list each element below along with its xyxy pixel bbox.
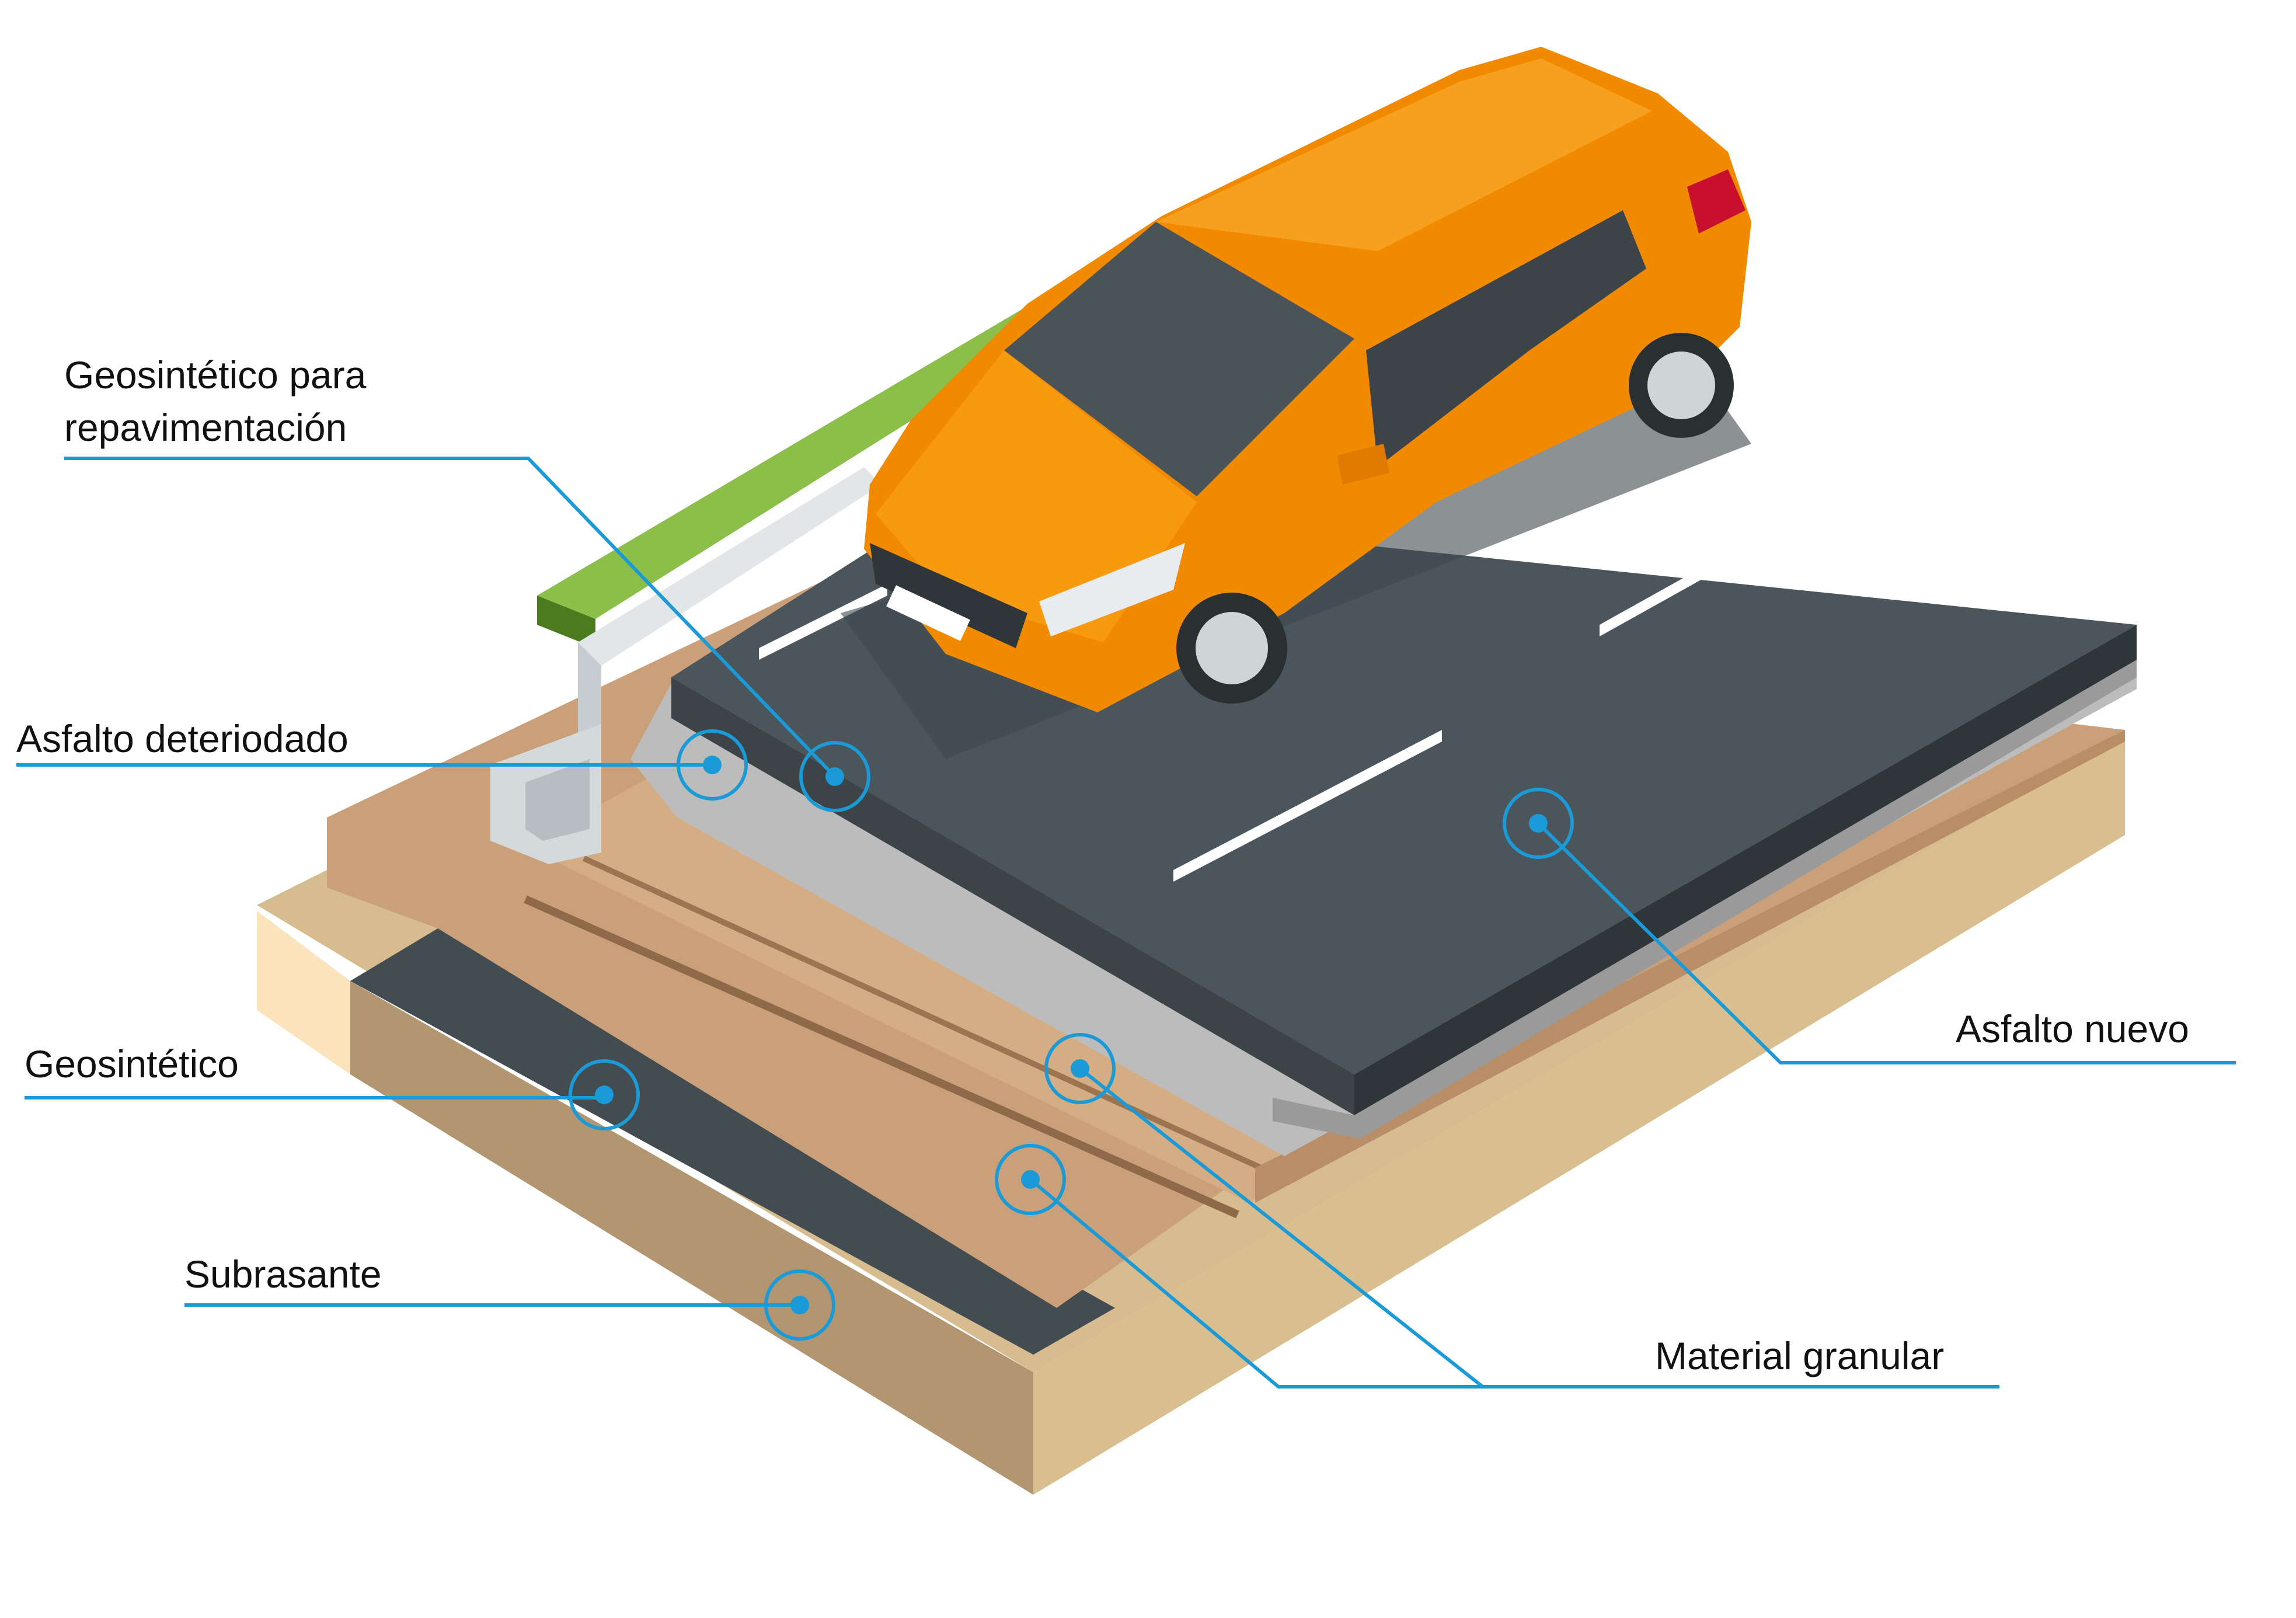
label-subgrade: Subrasante <box>184 1252 382 1296</box>
new-asphalt-right-face <box>1354 625 2137 1115</box>
car-license-plate <box>886 585 970 641</box>
leader-repaving-geosynthetic <box>64 457 837 778</box>
callout-repaving-geosynthetic: Geosintético para repavimentación <box>64 353 870 812</box>
dot-granular-material-lower <box>1021 1170 1040 1189</box>
ring-subgrade <box>764 1269 835 1341</box>
car-grille <box>870 543 1027 648</box>
dot-geosynthetic <box>595 1085 614 1104</box>
ring-repaving-geosynthetic <box>799 741 870 812</box>
lane-mark-1 <box>1173 730 1442 882</box>
dot-repaving-geosynthetic <box>825 767 844 786</box>
car-side-window <box>1366 210 1646 467</box>
label-repaving-geosynthetic-line2: repavimentación <box>64 406 347 449</box>
drain-inner <box>525 759 590 841</box>
grass-edge <box>537 596 595 648</box>
subgrade-right-face <box>1033 736 2125 1495</box>
callout-granular-material: Material granular <box>995 1033 1999 1389</box>
ring-granular-material-upper <box>1044 1033 1116 1104</box>
leader-new-asphalt <box>1537 822 2236 1064</box>
car-hood <box>876 350 1197 642</box>
geosynthetic-band <box>350 928 1115 1355</box>
car-windshield <box>1004 222 1354 496</box>
callout-subgrade: Subrasante <box>184 1252 835 1341</box>
granular-groove-2 <box>582 855 1263 1171</box>
callout-deteriorated-asphalt: Asfalto deteriodado <box>16 717 748 801</box>
curb-top <box>578 467 882 666</box>
dot-deteriorated-asphalt <box>703 756 722 774</box>
car-mirror <box>1337 444 1389 485</box>
dot-new-asphalt <box>1529 814 1548 833</box>
lane-mark-2 <box>1600 485 1851 636</box>
car-headlight <box>1039 543 1185 636</box>
dot-granular-material-upper <box>1071 1059 1089 1078</box>
label-deteriorated-asphalt: Asfalto deteriodado <box>16 717 349 760</box>
new-asphalt-front-face <box>671 677 1354 1115</box>
grass-strip <box>537 309 1051 619</box>
dot-subgrade <box>790 1296 809 1314</box>
road-block <box>257 309 2137 1495</box>
label-geosynthetic: Geosintético <box>25 1042 239 1085</box>
label-repaving-geosynthetic-line1: Geosintético para <box>64 353 367 396</box>
callout-geosynthetic: Geosintético <box>25 1042 640 1130</box>
label-granular-material: Material granular <box>1655 1334 1944 1377</box>
leader-granular-material-branch <box>1029 1178 1483 1389</box>
ring-granular-material-lower <box>995 1144 1066 1215</box>
car <box>841 47 1751 759</box>
subgrade-left-end <box>257 911 350 1074</box>
granular-groove-1 <box>524 895 1239 1219</box>
subgrade-front-face <box>350 981 1033 1495</box>
ring-new-asphalt <box>1503 788 1574 859</box>
ring-geosynthetic <box>569 1059 640 1130</box>
car-roof <box>1156 58 1652 251</box>
car-rear-rim <box>1647 352 1715 419</box>
car-front-rim <box>1196 612 1268 684</box>
label-new-asphalt: Asfalto nuevo <box>1956 1007 2189 1050</box>
granular-right-face <box>1255 730 2125 1203</box>
callout-new-asphalt: Asfalto nuevo <box>1503 788 2236 1064</box>
car-taillight <box>1687 169 1745 234</box>
lane-mark-3 <box>759 584 887 660</box>
ring-deteriorated-asphalt <box>677 729 748 801</box>
